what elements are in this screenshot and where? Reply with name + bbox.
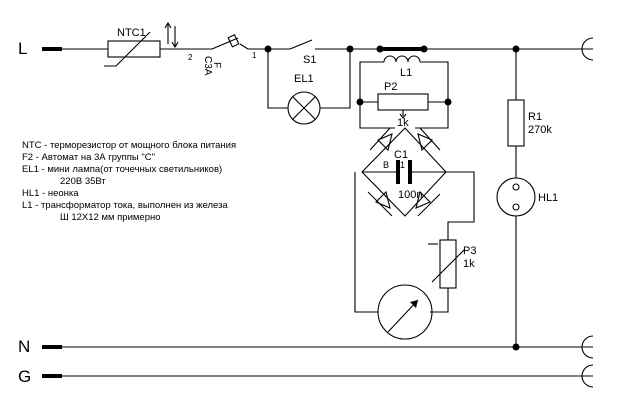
pot2-label: P2 bbox=[384, 81, 397, 93]
pot2-value: 1k bbox=[397, 117, 409, 129]
inductor-l1: L1 bbox=[359, 47, 449, 102]
note-line: Ш 12Х12 мм примерно bbox=[60, 212, 161, 223]
note-line: L1 - трансформатор тока, выполнен из жел… bbox=[22, 200, 228, 211]
meter-gauge-icon bbox=[377, 284, 433, 340]
resistor-label: R1 bbox=[528, 111, 542, 123]
up-down-arrows-icon bbox=[164, 21, 179, 49]
neon-lamp-hl1: HL1 bbox=[496, 177, 558, 347]
note-line: F2 - Автомат на 3А группы "С" bbox=[22, 152, 155, 163]
inductor-label: L1 bbox=[400, 67, 412, 79]
note-line: NTC - терморезистор от мощного блока пит… bbox=[22, 140, 236, 151]
lamp-label: EL1 bbox=[294, 73, 314, 85]
breaker-pin-1: 1 bbox=[252, 51, 257, 60]
switch-label: S1 bbox=[303, 54, 316, 66]
component-notes: NTC - терморезистор от мощного блока пит… bbox=[22, 140, 236, 223]
potentiometer-p2: P2 1k bbox=[360, 81, 448, 129]
pot3-value: 1k bbox=[463, 258, 475, 270]
resistor-r1: R1 270k bbox=[507, 49, 552, 178]
bridge-mark-b: B bbox=[383, 160, 389, 170]
rail-label-l: L bbox=[18, 39, 27, 58]
bridge-mark-1: 1 bbox=[400, 160, 405, 170]
note-line: EL1 - мини лампа(от точечных светильнико… bbox=[22, 164, 222, 175]
note-line: HL1 - неонка bbox=[22, 188, 79, 199]
socket-l bbox=[581, 37, 594, 61]
switch-s1: S1 bbox=[289, 39, 316, 66]
ntc-label: NTC1 bbox=[117, 27, 146, 39]
resistor-value: 270k bbox=[528, 124, 552, 136]
socket-g bbox=[581, 364, 594, 388]
potentiometer-p3: P3 1k bbox=[428, 239, 476, 289]
ntc-thermistor: NTC1 bbox=[104, 27, 161, 67]
bridge-rectifier: B 1 bbox=[359, 102, 449, 217]
capacitor-value: 100n bbox=[398, 189, 422, 201]
pot3-label: P3 bbox=[463, 245, 476, 257]
neon-label: HL1 bbox=[538, 192, 558, 204]
note-line: 220В 35Вт bbox=[60, 176, 106, 187]
circuit-breaker: 2 1 F C3A bbox=[188, 34, 257, 76]
capacitor-c1: C1 100n bbox=[362, 149, 446, 201]
breaker-f-label: F bbox=[211, 62, 222, 68]
breaker-pin-2: 2 bbox=[188, 53, 193, 62]
socket-n bbox=[581, 335, 594, 359]
meter-loop-wires bbox=[354, 171, 475, 313]
lamp-el1: EL1 bbox=[267, 49, 351, 125]
breaker-rating-label: C3A bbox=[202, 56, 213, 76]
capacitor-label: C1 bbox=[394, 149, 408, 161]
rail-label-n: N bbox=[18, 337, 30, 356]
rail-label-g: G bbox=[18, 367, 31, 386]
